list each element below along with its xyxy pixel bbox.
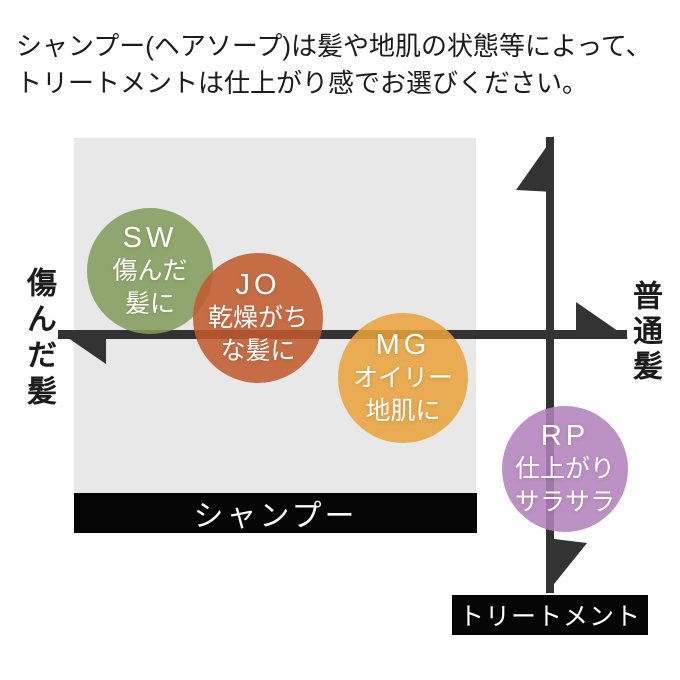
- bubble-jo-line2: な髪に: [220, 336, 296, 365]
- bubble-mg-line2: 地肌に: [365, 396, 441, 425]
- bubble-sw-code: SW: [122, 221, 178, 254]
- bubble-rp: RP 仕上がり サラサラ: [502, 406, 628, 532]
- y-axis-line: [546, 137, 554, 593]
- bubble-rp-code: RP: [540, 419, 590, 452]
- bubble-jo-code: JO: [235, 268, 281, 301]
- right-axis-label: 普通髪: [628, 279, 661, 385]
- bubble-sw-line2: 髪に: [124, 289, 175, 318]
- y-axis-top-arrowhead: [516, 136, 554, 192]
- header-caption-line1: シャンプー(ヘアソープ)は髪や地肌の状態等によって、: [16, 31, 652, 61]
- treatment-bar: トリートメント: [452, 595, 648, 635]
- bubble-jo: JO 乾燥がち な髪に: [193, 253, 323, 383]
- bubble-mg-code: MG: [375, 328, 431, 361]
- y-axis-bottom-arrowhead: [546, 538, 587, 594]
- header-caption: シャンプー(ヘアソープ)は髪や地肌の状態等によって、 トリートメントは仕上がり感…: [16, 28, 666, 102]
- shampoo-bar: シャンプー: [74, 493, 477, 533]
- bubble-rp-line1: 仕上がり: [514, 454, 615, 483]
- x-axis-line: [58, 330, 627, 339]
- bubble-sw: SW 傷んだ 髪に: [87, 208, 213, 334]
- x-axis-left-arrowhead: [58, 331, 106, 364]
- bubble-mg-line1: オイリー: [352, 363, 453, 392]
- shampoo-bar-label: シャンプー: [193, 500, 358, 533]
- left-axis-label: 傷んだ髪: [22, 267, 55, 411]
- bubble-mg: MG オイリー 地肌に: [338, 313, 468, 443]
- bubble-jo-line1: 乾燥がち: [207, 303, 308, 332]
- bubble-rp-line2: サラサラ: [514, 487, 615, 516]
- header-caption-line2: トリートメントは仕上がり感でお選びください。: [16, 68, 589, 98]
- x-axis-right-arrowhead: [576, 302, 628, 338]
- treatment-bar-label: トリートメント: [458, 603, 641, 631]
- bubble-sw-line1: 傷んだ: [112, 256, 188, 285]
